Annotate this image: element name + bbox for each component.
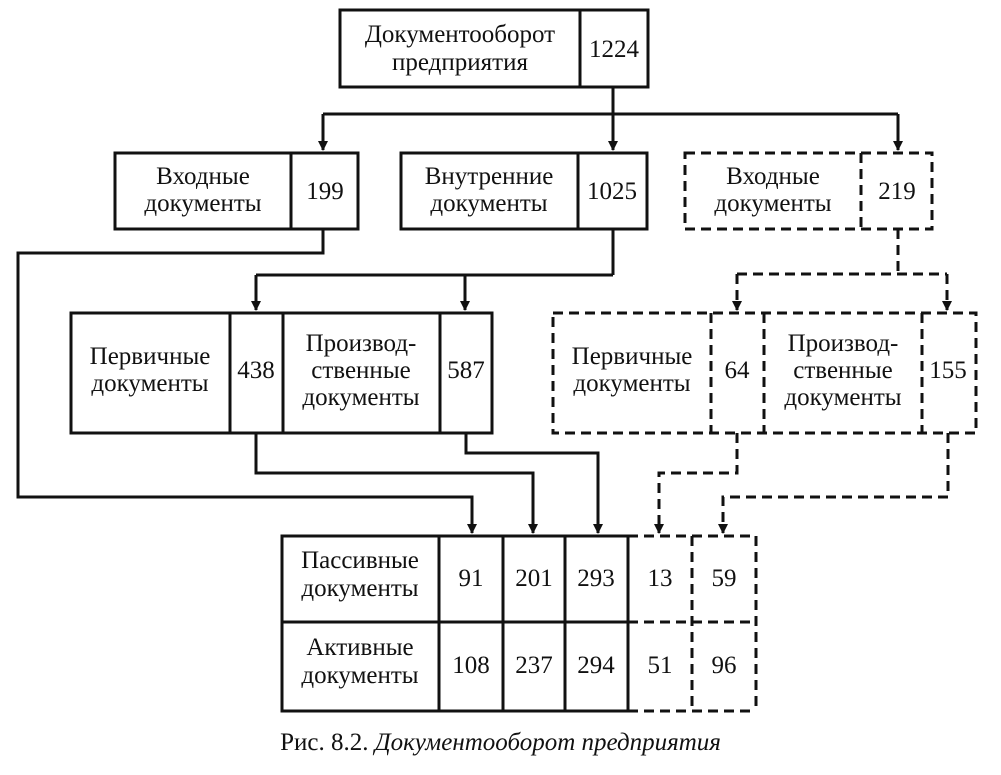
internal-production-label-line2: ственные xyxy=(311,357,410,384)
passive-value-4: 13 xyxy=(648,565,673,592)
internal-primary-label-line2: документы xyxy=(91,370,208,397)
outgoing-documents-box: Входные документы 219 xyxy=(683,151,934,231)
active-value-1: 108 xyxy=(452,652,490,679)
passive-value-2: 201 xyxy=(515,565,553,592)
summary-table: Пассивные документы 91 201 293 13 59 Акт… xyxy=(280,534,758,713)
internal-production-value: 587 xyxy=(447,357,485,384)
passive-label-line2: документы xyxy=(301,575,418,602)
active-label-line2: документы xyxy=(301,662,418,689)
internal-production-label-line3: документы xyxy=(302,384,419,411)
root-value: 1224 xyxy=(589,36,640,63)
table-row-passive: Пассивные документы 91 201 293 13 59 xyxy=(301,547,736,602)
outgoing-production-value: 155 xyxy=(929,357,967,384)
passive-label-line1: Пассивные xyxy=(301,547,419,574)
outgoing-value: 219 xyxy=(878,178,916,205)
root-box: Документооборот предприятия 1224 xyxy=(338,8,650,89)
passive-value-5: 59 xyxy=(712,565,737,592)
root-label-line2: предприятия xyxy=(392,49,528,76)
internal-label-line2: документы xyxy=(430,190,547,217)
internal-primary-label-line1: Первичные xyxy=(90,343,211,370)
active-value-4: 51 xyxy=(648,652,673,679)
outgoing-label-line1: Входные xyxy=(726,163,820,190)
internal-documents-box: Внутренние документы 1025 xyxy=(399,151,649,231)
outgoing-production-label-line3: документы xyxy=(784,384,901,411)
summary-connectors-solid xyxy=(16,229,603,534)
active-value-3: 294 xyxy=(577,652,615,679)
outgoing-primary-label-line1: Первичные xyxy=(572,343,693,370)
internal-primary-value: 438 xyxy=(237,357,275,384)
passive-value-1: 91 xyxy=(459,565,484,592)
table-row-active: Активные документы 108 237 294 51 96 xyxy=(301,634,736,689)
caption-prefix: Рис. 8.2. xyxy=(280,729,369,756)
active-value-5: 96 xyxy=(712,652,737,679)
passive-value-3: 293 xyxy=(577,565,615,592)
outgoing-breakdown-box: Первичные документы 64 Производ- ственны… xyxy=(551,311,978,435)
outgoing-connectors xyxy=(732,229,952,311)
internal-value: 1025 xyxy=(587,178,637,205)
internal-label-line1: Внутренние xyxy=(425,163,554,190)
root-connectors xyxy=(318,87,903,151)
flowchart: Документооборот предприятия 1224 Входные… xyxy=(16,8,978,713)
incoming-value: 199 xyxy=(306,178,344,205)
active-label-line1: Активные xyxy=(306,634,413,661)
internal-breakdown-box: Первичные документы 438 Производ- ственн… xyxy=(69,311,494,435)
caption-title: Документооборот предприятия xyxy=(374,729,721,756)
internal-connectors xyxy=(251,229,615,311)
active-value-2: 237 xyxy=(515,652,553,679)
outgoing-production-label-line2: ственные xyxy=(793,357,892,384)
incoming-documents-box: Входные документы 199 xyxy=(113,151,360,231)
outgoing-primary-value: 64 xyxy=(725,357,751,384)
internal-production-label-line1: Производ- xyxy=(306,330,417,357)
outgoing-production-label-line1: Производ- xyxy=(788,330,899,357)
incoming-label-line2: документы xyxy=(144,190,261,217)
outgoing-primary-label-line2: документы xyxy=(573,370,690,397)
incoming-label-line1: Входные xyxy=(156,163,250,190)
outgoing-label-line2: документы xyxy=(714,190,831,217)
root-label-line1: Документооборот xyxy=(365,21,555,48)
figure-caption: Рис. 8.2. Документооборот предприятия xyxy=(0,729,1001,757)
summary-connectors-dashed xyxy=(654,433,950,534)
